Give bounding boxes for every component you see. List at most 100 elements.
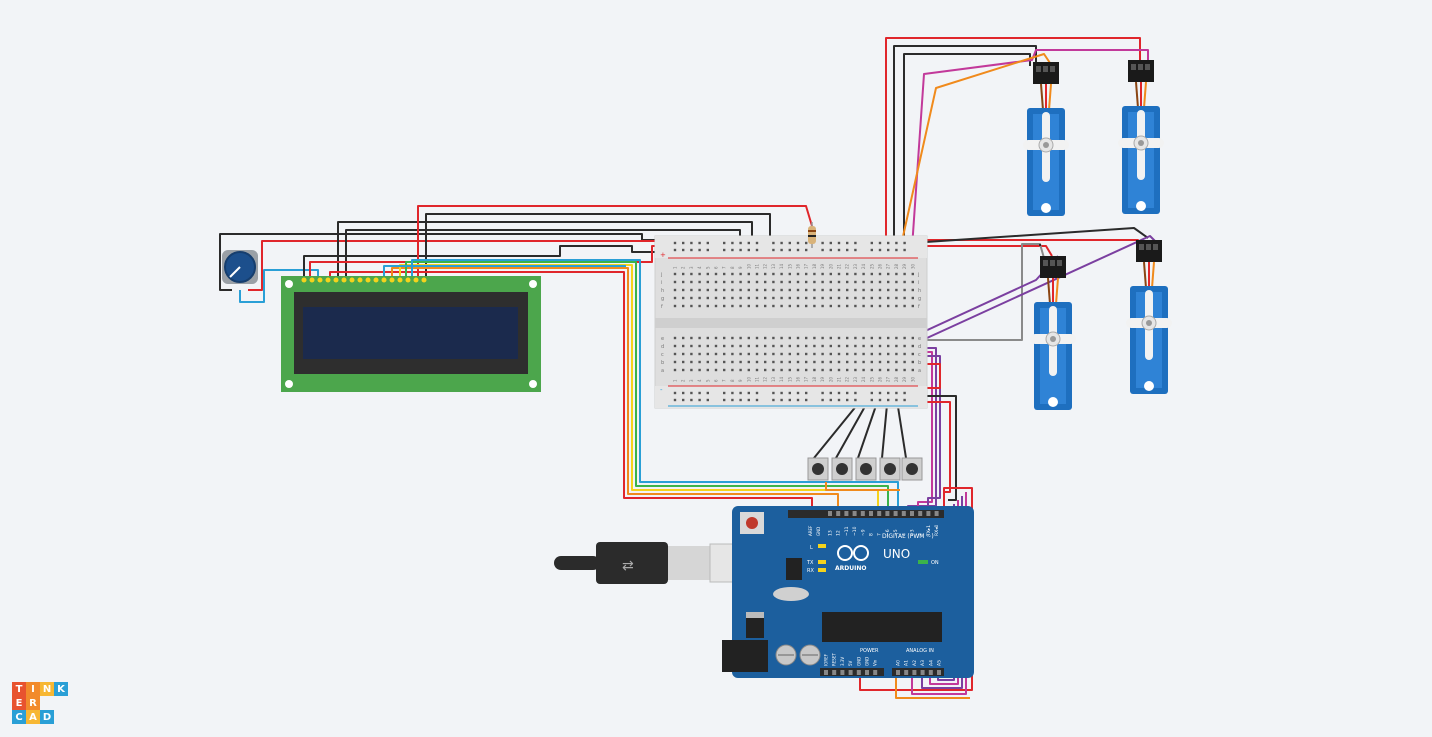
push-button-cap[interactable] [884, 463, 896, 475]
breadboard-hole[interactable] [772, 296, 775, 300]
push-button-3[interactable] [855, 457, 877, 481]
digital-pin[interactable] [836, 511, 841, 516]
breadboard-hole[interactable] [862, 352, 865, 356]
rail-hole[interactable] [682, 241, 685, 245]
breadboard-hole[interactable] [829, 368, 832, 372]
breadboard-hole[interactable] [895, 368, 898, 372]
breadboard-hole[interactable] [837, 368, 841, 372]
breadboard-hole[interactable] [739, 304, 742, 308]
breadboard-hole[interactable] [878, 296, 882, 300]
rail-hole[interactable] [723, 398, 726, 402]
push-button-cap[interactable] [812, 463, 824, 475]
breadboard-hole[interactable] [723, 344, 726, 348]
breadboard-hole[interactable] [870, 280, 873, 284]
breadboard-hole[interactable] [796, 272, 800, 276]
breadboard-hole[interactable] [755, 344, 759, 348]
breadboard-hole[interactable] [862, 344, 865, 348]
rail-hole[interactable] [772, 391, 775, 395]
breadboard-hole[interactable] [870, 336, 873, 340]
breadboard-hole[interactable] [714, 360, 718, 364]
rail-hole[interactable] [723, 391, 726, 395]
breadboard-hole[interactable] [706, 368, 709, 372]
breadboard-hole[interactable] [829, 352, 832, 356]
breadboard-hole[interactable] [706, 344, 709, 348]
breadboard-hole[interactable] [796, 360, 800, 364]
digital-pin[interactable] [869, 511, 873, 516]
breadboard-hole[interactable] [821, 360, 824, 364]
servo-connector[interactable] [1136, 240, 1162, 262]
analog-pin[interactable] [920, 670, 925, 675]
rail-hole[interactable] [755, 241, 759, 245]
breadboard-hole[interactable] [731, 304, 734, 308]
breadboard-hole[interactable] [854, 272, 857, 276]
breadboard-hole[interactable] [723, 336, 726, 340]
breadboard-hole[interactable] [739, 288, 742, 292]
power-pin[interactable] [848, 670, 853, 675]
rail-hole[interactable] [673, 248, 677, 252]
rail-hole[interactable] [731, 248, 734, 252]
breadboard-hole[interactable] [714, 280, 718, 284]
breadboard-hole[interactable] [682, 272, 685, 276]
breadboard-hole[interactable] [731, 280, 734, 284]
breadboard-hole[interactable] [854, 296, 857, 300]
breadboard-hole[interactable] [690, 360, 693, 364]
breadboard-hole[interactable] [747, 352, 750, 356]
rail-hole[interactable] [829, 241, 832, 245]
breadboard-hole[interactable] [788, 360, 791, 364]
rail-hole[interactable] [854, 391, 857, 395]
lcd-pin[interactable] [365, 277, 371, 283]
breadboard-hole[interactable] [731, 288, 734, 292]
rail-hole[interactable] [903, 248, 906, 252]
breadboard-hole[interactable] [854, 280, 857, 284]
rail-hole[interactable] [698, 241, 701, 245]
breadboard-hole[interactable] [878, 272, 882, 276]
breadboard-hole[interactable] [747, 368, 750, 372]
breadboard-hole[interactable] [698, 296, 701, 300]
breadboard-hole[interactable] [723, 360, 726, 364]
rail-hole[interactable] [723, 248, 726, 252]
breadboard-hole[interactable] [723, 288, 726, 292]
breadboard-hole[interactable] [862, 272, 865, 276]
breadboard-hole[interactable] [788, 344, 791, 348]
breadboard-hole[interactable] [846, 368, 849, 372]
breadboard-hole[interactable] [764, 296, 767, 300]
breadboard-hole[interactable] [829, 336, 832, 340]
rail-hole[interactable] [706, 398, 709, 402]
breadboard-hole[interactable] [903, 272, 906, 276]
arduino-uno[interactable]: ⇄ L TX RX ON DIGITAL (PWM ~) ARDUINO UNO… [554, 506, 974, 678]
rail-hole[interactable] [682, 248, 685, 252]
rail-hole[interactable] [846, 241, 849, 245]
breadboard-hole[interactable] [764, 288, 767, 292]
rail-hole[interactable] [682, 391, 685, 395]
rail-hole[interactable] [673, 391, 677, 395]
breadboard-hole[interactable] [739, 280, 742, 284]
push-button-1[interactable] [807, 457, 829, 481]
rail-hole[interactable] [788, 391, 791, 395]
breadboard-hole[interactable] [813, 344, 816, 348]
breadboard-hole[interactable] [714, 272, 718, 276]
breadboard-hole[interactable] [829, 280, 832, 284]
rail-hole[interactable] [731, 391, 734, 395]
breadboard-hole[interactable] [755, 296, 759, 300]
breadboard-hole[interactable] [714, 352, 718, 356]
breadboard-hole[interactable] [846, 296, 849, 300]
breadboard-hole[interactable] [829, 344, 832, 348]
breadboard-hole[interactable] [690, 352, 693, 356]
rail-hole[interactable] [854, 248, 857, 252]
rail-hole[interactable] [837, 391, 841, 395]
breadboard-hole[interactable] [723, 272, 726, 276]
rail-hole[interactable] [788, 241, 791, 245]
breadboard-hole[interactable] [813, 296, 816, 300]
rail-hole[interactable] [755, 391, 759, 395]
breadboard[interactable]: + - 112233445566778899101011111212131314… [654, 235, 928, 409]
breadboard-hole[interactable] [805, 368, 808, 372]
breadboard-hole[interactable] [895, 336, 898, 340]
rail-hole[interactable] [895, 398, 898, 402]
breadboard-hole[interactable] [887, 280, 890, 284]
breadboard-hole[interactable] [903, 336, 906, 340]
rail-hole[interactable] [747, 391, 750, 395]
rail-hole[interactable] [772, 248, 775, 252]
rail-hole[interactable] [747, 398, 750, 402]
breadboard-hole[interactable] [764, 344, 767, 348]
breadboard-hole[interactable] [739, 272, 742, 276]
